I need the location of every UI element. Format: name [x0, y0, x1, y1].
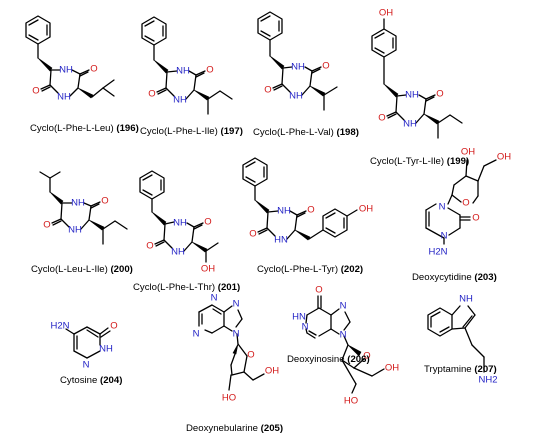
o-label: O: [206, 65, 213, 76]
nh-label: NH: [459, 294, 473, 305]
hn-label: HN: [274, 235, 288, 246]
n-label: N: [302, 322, 309, 333]
benzene-ring: [139, 170, 165, 200]
structure-202: OH NH HN O O Cyclo(L-Phe-L-Tyr) (202): [242, 157, 373, 275]
o-label: O: [101, 196, 108, 207]
o-label: O: [90, 64, 97, 75]
o-label: O: [204, 217, 211, 228]
nh-label: NH: [403, 119, 417, 130]
n-label: N: [439, 202, 446, 213]
compound-label-202: Cyclo(L-Phe-L-Tyr) (202): [257, 264, 363, 275]
ring-o-label: O: [247, 350, 254, 361]
nh-label: NH: [277, 206, 291, 217]
nh-label: NH: [99, 344, 113, 355]
compound-label-201: Cyclo(L-Phe-L-Thr) (201): [133, 282, 240, 293]
structure-204: H2N NH N O Cytosine (204): [50, 321, 122, 387]
benzene-ring: [257, 11, 283, 41]
compound-label-205: Deoxynebularine (205): [186, 423, 283, 434]
oh-label: OH: [265, 366, 279, 377]
structure-199: OH NH NH O O Cyclo(L-Tyr-L-Ile) (199): [370, 8, 469, 168]
o-label: O: [472, 213, 479, 224]
nh-label: NH: [59, 65, 73, 76]
nh-label: NH: [68, 225, 82, 236]
structure-197: NH NH O O Cyclo(L-Phe-L-Ile) (197): [140, 16, 243, 137]
nh2-label: NH2: [478, 375, 497, 386]
o-label: O: [43, 220, 50, 231]
n-label: N: [83, 360, 90, 371]
nh-label: NH: [173, 95, 187, 106]
o-label: O: [32, 86, 39, 97]
compound-label-206: Deoxyinosine (206): [287, 354, 370, 365]
compound-label-203: Deoxycytidine (203): [412, 272, 497, 283]
structure-205: N N N N O HO OH Deoxynebularine (205): [186, 293, 283, 435]
o-label: O: [249, 229, 256, 240]
compound-label-207: Tryptamine (207): [424, 364, 497, 375]
oh-label: OH: [359, 204, 373, 215]
n-label: N: [193, 329, 200, 340]
o-label: O: [307, 205, 314, 216]
nh-label: NH: [173, 218, 187, 229]
ring-o-label: O: [462, 198, 469, 209]
o-label: O: [110, 321, 117, 332]
compound-label-204: Cytosine (204): [60, 375, 122, 386]
n-label: N: [211, 293, 218, 304]
hn-label: NH: [71, 198, 85, 209]
o-label: O: [315, 285, 322, 296]
benzene-ring: [25, 15, 51, 45]
structure-203: N N H2N O O OH OH Deoxycytidine (203): [412, 147, 511, 284]
compound-label-200: Cyclo(L-Leu-L-Ile) (200): [31, 264, 133, 275]
structure-200: NH NH O O Cyclo(L-Leu-L-Ile) (200): [31, 171, 133, 275]
oh-label: OH: [385, 363, 399, 374]
structure-207: NH NH2 Tryptamine (207): [424, 294, 498, 386]
compound-label-197: Cyclo(L-Phe-L-Ile) (197): [140, 126, 243, 137]
oh-label: OH: [461, 147, 475, 158]
oh-label: HO: [344, 396, 358, 407]
compound-label-198: Cyclo(L-Phe-L-Val) (198): [253, 127, 359, 138]
oh-label: OH: [497, 152, 511, 163]
structure-201: NH NH O O OH Cyclo(L-Phe-L-Thr) (201): [133, 170, 240, 293]
nh-label: NH: [405, 90, 419, 101]
o-label: O: [378, 113, 385, 124]
h2n-label: H2N: [428, 247, 447, 258]
hn-label: HN: [292, 312, 306, 323]
o-label: O: [436, 89, 443, 100]
h2n-label: H2N: [50, 321, 69, 332]
oh-label: OH: [379, 8, 393, 19]
o-label: O: [322, 61, 329, 72]
phenol-ring: [371, 28, 397, 58]
n-label: N: [233, 329, 240, 340]
structure-196: NH NH O O Cyclo(L-Phe-L-Leu) (196): [25, 15, 139, 134]
structure-198: NH NH O O Cyclo(L-Phe-L-Val) (198): [253, 11, 359, 138]
nh-label: NH: [176, 66, 190, 77]
o-label: O: [146, 241, 153, 252]
benzene-ring: [242, 157, 268, 187]
ring-o-label: O: [363, 351, 370, 362]
o-label: O: [264, 85, 271, 96]
n-label: N: [340, 330, 347, 341]
nh-label: NH: [57, 92, 71, 103]
o-label: O: [148, 89, 155, 100]
nh-label: NH: [171, 247, 185, 258]
n-label: N: [441, 231, 448, 242]
nh-label: NH: [291, 62, 305, 73]
compound-label-196: Cyclo(L-Phe-L-Leu) (196): [30, 123, 139, 134]
compound-label-199: Cyclo(L-Tyr-L-Ile) (199): [370, 156, 469, 167]
nh-label: NH: [289, 91, 303, 102]
n-label: N: [233, 299, 240, 310]
n-label: N: [340, 301, 347, 312]
benzene-ring: [141, 16, 167, 46]
structure-206: O HN N N N O HO OH Deoxyinosine (206): [287, 285, 399, 407]
oh-label: HO: [222, 393, 236, 404]
oh-label: OH: [201, 264, 215, 275]
